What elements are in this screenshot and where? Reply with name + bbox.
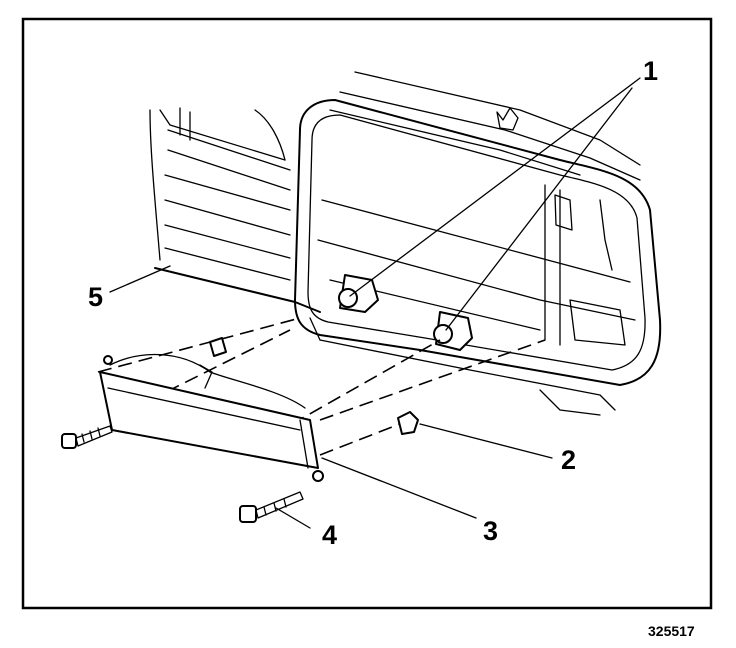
callout-4: 4 — [322, 520, 337, 550]
callout-5: 5 — [88, 282, 103, 312]
grille-assembly — [149, 71, 641, 313]
screw-left — [61, 425, 113, 449]
screw-right — [239, 491, 304, 523]
bulb-socket-left — [338, 274, 379, 313]
retainer-nut — [209, 337, 419, 435]
bulb-socket-right — [433, 311, 473, 351]
callout-1: 1 — [643, 56, 658, 86]
park-turn-lamp-assembly — [99, 353, 324, 482]
frame-border — [21, 17, 713, 610]
callout-2: 2 — [561, 445, 576, 475]
lamp-opening — [294, 99, 662, 416]
leader-lines — [109, 77, 641, 529]
figure-id: 325517 — [648, 623, 695, 639]
callout-3: 3 — [483, 516, 498, 546]
